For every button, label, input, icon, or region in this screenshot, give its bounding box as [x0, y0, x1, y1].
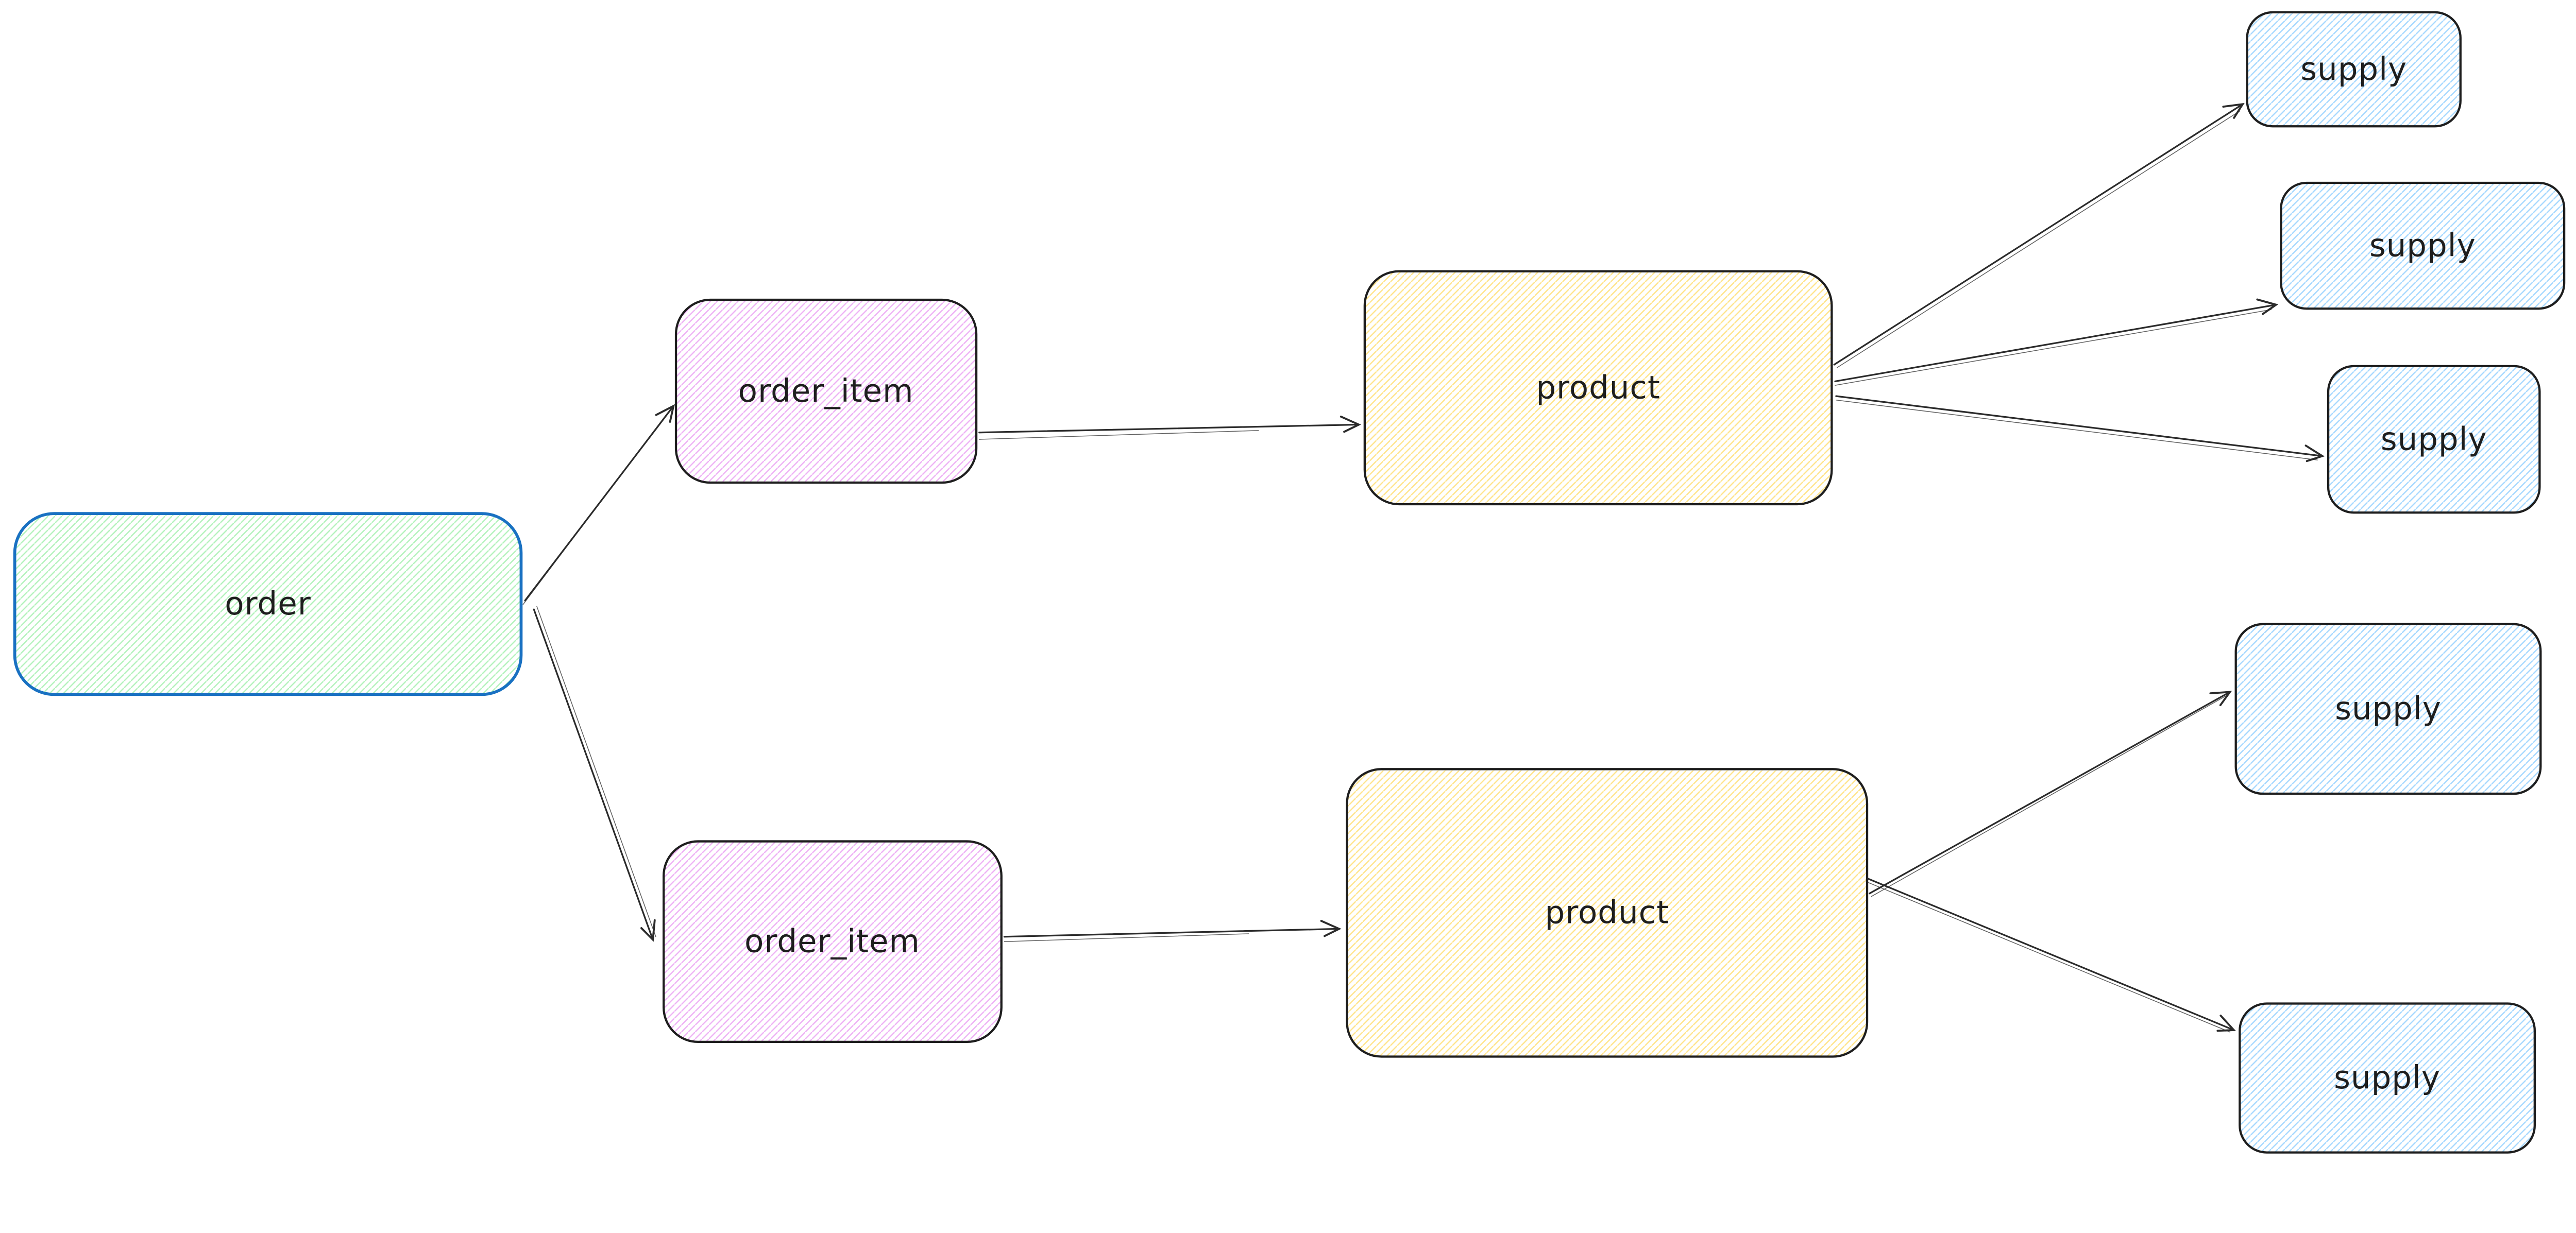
product-1-label: product — [1536, 369, 1660, 406]
edge-product-2-to-supply-4[interactable] — [1869, 691, 2232, 897]
supply-2-box[interactable] — [2280, 181, 2566, 310]
order-box[interactable] — [13, 512, 523, 696]
node-supply-2[interactable]: supply — [2280, 181, 2566, 310]
diagram-canvas[interactable]: order order_item order_item product prod… — [0, 0, 2576, 1177]
edge-product-1-to-supply-2[interactable] — [1834, 298, 2279, 386]
node-order-item-2[interactable]: order_item — [663, 840, 1003, 1043]
product-1-box[interactable] — [1363, 270, 1833, 506]
node-supply-4[interactable]: supply — [2234, 623, 2542, 795]
node-supply-5[interactable]: supply — [2239, 1002, 2536, 1154]
edge-order-item-1-to-product-1[interactable] — [978, 416, 1361, 440]
supply-3-box[interactable] — [2327, 365, 2541, 514]
order-label: order — [225, 586, 311, 622]
node-product-2[interactable]: product — [1346, 768, 1869, 1058]
supply-4-label: supply — [2335, 690, 2442, 727]
supply-1-box[interactable] — [2246, 11, 2462, 128]
supply-4-box[interactable] — [2234, 623, 2542, 795]
supply-5-label: supply — [2334, 1059, 2441, 1096]
node-supply-3[interactable]: supply — [2327, 365, 2541, 514]
supply-2-label: supply — [2369, 228, 2476, 264]
product-2-label: product — [1545, 894, 1669, 931]
order-item-1-label: order_item — [738, 373, 914, 409]
node-supply-1[interactable]: supply — [2246, 11, 2462, 128]
supply-3-label: supply — [2381, 421, 2487, 458]
edge-product-2-to-supply-5[interactable] — [1866, 878, 2236, 1033]
node-order[interactable]: order — [13, 512, 523, 696]
supply-1-label: supply — [2300, 51, 2407, 88]
edge-product-1-to-supply-1[interactable] — [1833, 102, 2245, 368]
app-root: order order_item order_item product prod… — [0, 0, 2576, 1177]
order-item-2-label: order_item — [744, 923, 920, 960]
product-2-box[interactable] — [1346, 768, 1869, 1058]
edge-order-item-2-to-product-2[interactable] — [1003, 920, 1342, 943]
node-order-item-1[interactable]: order_item — [674, 298, 978, 484]
supply-5-box[interactable] — [2239, 1002, 2536, 1154]
edge-product-1-to-supply-3[interactable] — [1835, 395, 2325, 463]
order-item-1-box[interactable] — [674, 298, 978, 484]
edge-order-to-order-item-2[interactable] — [533, 606, 656, 942]
edge-order-to-order-item-1[interactable] — [522, 404, 675, 605]
order-item-2-box[interactable] — [663, 840, 1003, 1043]
node-product-1[interactable]: product — [1363, 270, 1833, 506]
